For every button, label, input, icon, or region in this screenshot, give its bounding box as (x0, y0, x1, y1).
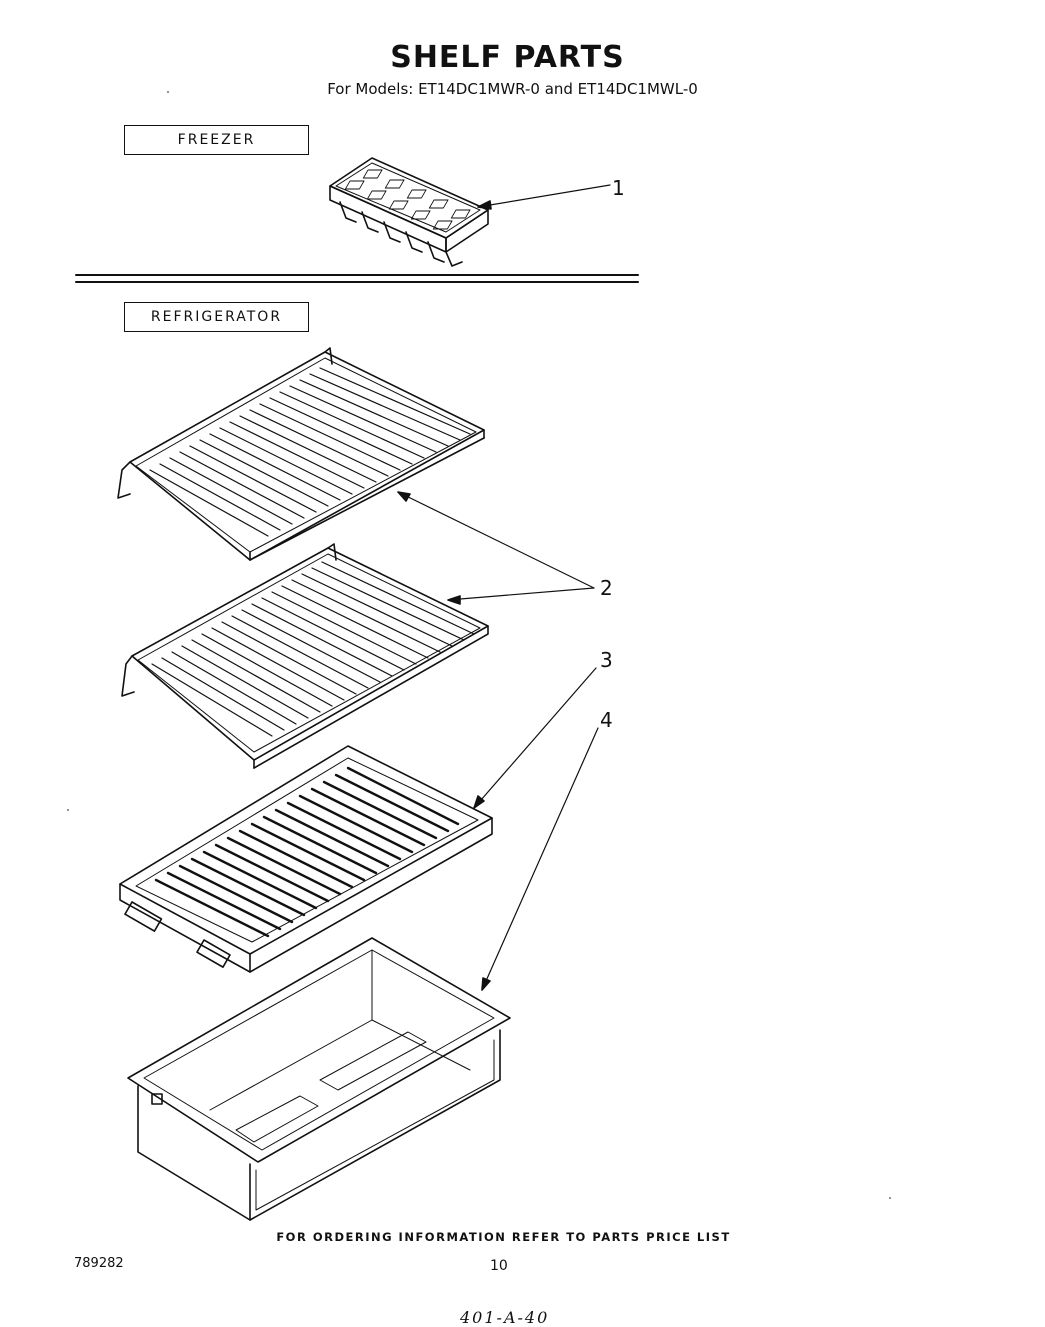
page-title: SHELF PARTS (390, 40, 625, 75)
callout-2: 2 (600, 576, 613, 600)
freezer-section-label: FREEZER (124, 125, 309, 155)
crisper-cover-icon (119, 745, 493, 973)
callout-1: 1 (612, 176, 625, 200)
wire-shelf-icon (121, 543, 489, 769)
wire-shelf-icon (117, 347, 485, 561)
callout-3: 3 (600, 648, 613, 672)
ordering-info-note: FOR ORDERING INFORMATION REFER TO PARTS … (276, 1230, 731, 1244)
leader-line-4 (481, 727, 599, 991)
document-number: 789282 (74, 1256, 124, 1271)
models-subtitle: For Models: ET14DC1MWR-0 and ET14DC1MWL-… (327, 80, 698, 98)
ice-tray-icon (329, 157, 489, 267)
handwritten-code: 401-A-40 (460, 1308, 550, 1327)
leader-lines-2 (397, 491, 595, 605)
refrigerator-section-label: REFRIGERATOR (124, 302, 309, 332)
leader-line-1 (477, 184, 611, 210)
leader-line-3 (473, 667, 597, 809)
section-divider (75, 274, 639, 283)
callout-4: 4 (600, 708, 613, 732)
page-number: 10 (490, 1258, 508, 1274)
crisper-pan-icon (127, 937, 511, 1221)
